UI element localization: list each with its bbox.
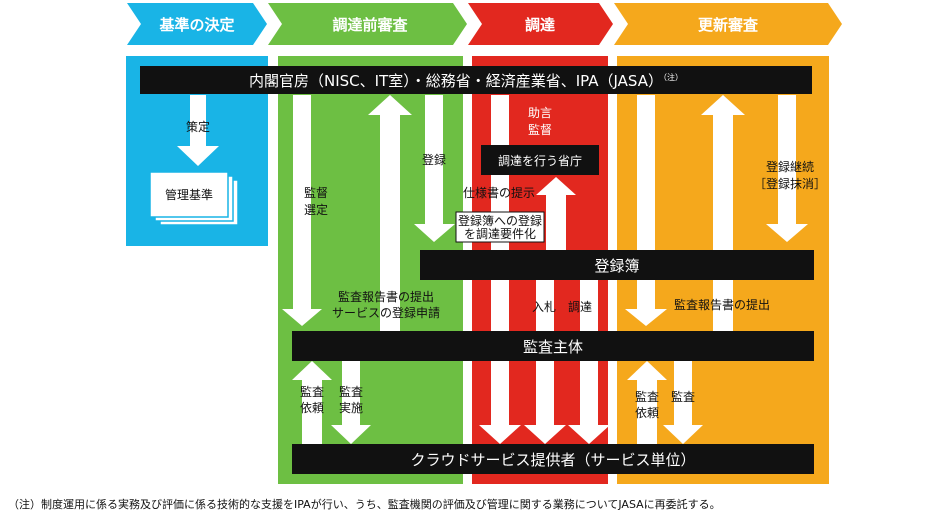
application-label: サービスの登録申請: [332, 305, 440, 320]
audit-request-arrow-b: [627, 361, 667, 444]
audit-arrow-b: [663, 361, 703, 444]
registry-label: 登録簿: [594, 257, 639, 275]
authorities-bar: [140, 66, 812, 94]
auditor-bar: [292, 331, 814, 361]
audit-request-b-line2: 依頼: [635, 405, 659, 420]
registry-requirement-line2: を調達要件化: [464, 227, 536, 241]
phase-label-standard: 基準の決定: [158, 16, 234, 34]
register-arrow: [414, 95, 455, 242]
auditor-label: 監査主体: [523, 338, 583, 356]
spec-up-arrow: [536, 177, 576, 252]
phase-chevron-standard: [127, 3, 267, 45]
procure-down-arrow: [568, 279, 610, 444]
provider-bar: [292, 444, 814, 474]
report-up-arrow: [368, 95, 412, 332]
phase-label-pre-review: 調達前審査: [332, 16, 408, 34]
phase-chevron-pre-review: [268, 3, 467, 45]
audit-request-b-line1: 監査: [635, 389, 659, 404]
continue-cancel-arrow: [766, 95, 808, 242]
renewal-supervise-arrow: [625, 95, 667, 326]
spec-presentation-label: 仕様書の提示: [463, 185, 535, 200]
procuring-agency-box: [481, 145, 599, 175]
supervise-label-procurement: 監督: [528, 122, 552, 137]
registry-requirement-line1: 登録簿への登録: [458, 213, 542, 228]
phase-label-procurement: 調達: [525, 16, 555, 34]
audit-request-a-line2: 依頼: [300, 400, 324, 415]
renewal-report-up-arrow: [701, 95, 745, 332]
provider-label: クラウドサービス提供者（サービス単位）: [410, 451, 695, 469]
footnote: （注）制度運用に係る実務及び評価に係る技術的な支援をIPAが行い、うち、監査機関…: [8, 497, 721, 511]
audit-implement-line1: 監査: [339, 384, 363, 399]
audit-b-label: 監査: [671, 389, 695, 404]
report-label: 監査報告書の提出: [338, 289, 434, 304]
advise-label: 助言: [528, 106, 552, 120]
bid-procure-label: 入札 調達: [532, 300, 592, 314]
establish-label: 策定: [186, 119, 210, 134]
establish-arrow: [177, 95, 219, 166]
phase-chevron-procurement: [468, 3, 613, 45]
document-stack-front: [149, 171, 229, 218]
audit-request-arrow-a: [292, 361, 332, 444]
supervise-label: 監督: [304, 185, 328, 200]
registry-bar: [420, 250, 814, 280]
phase-chevron-renewal: [614, 3, 842, 45]
report-submission-label: 監査報告書の提出: [674, 297, 770, 312]
audit-implement-line2: 実施: [339, 400, 363, 415]
supervise-select-arrow: [282, 95, 322, 326]
procuring-agency-label: 調達を行う省庁: [498, 154, 582, 168]
registry-requirement-box: [455, 211, 545, 243]
footnote-mark: （注）: [663, 72, 683, 82]
bid-down-arrow: [524, 279, 566, 444]
select-label: 選定: [304, 202, 328, 217]
register-label: 登録: [422, 152, 446, 167]
cancel-label: ［登録抹消］: [754, 176, 826, 191]
authorities-bar-label: 内閣官房（NISC、IT室）・総務省・経済産業省、IPA（JASA）（注）: [249, 72, 683, 90]
management-standard-label: 管理基準: [165, 187, 213, 202]
phase-label-renewal: 更新審査: [698, 16, 759, 34]
audit-request-a-line1: 監査: [300, 384, 324, 399]
continue-label: 登録継続: [766, 159, 814, 174]
audit-implement-arrow: [331, 361, 371, 444]
